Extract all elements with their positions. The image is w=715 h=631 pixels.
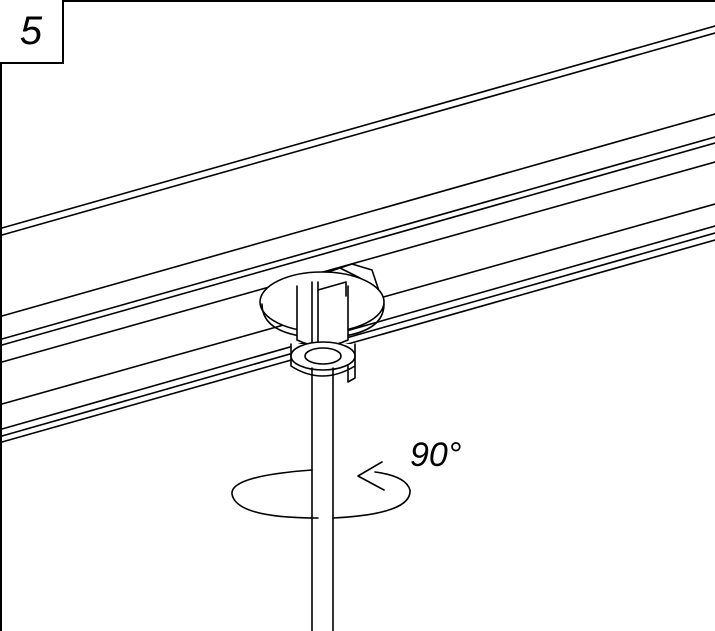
suspension-rod (311, 367, 334, 631)
rotation-angle-label: 90° (410, 436, 462, 474)
ceiling-track-middle (1, 113, 715, 363)
track-glider (259, 271, 385, 383)
rotate-arrow-icon (231, 461, 411, 519)
ceiling-track-top (1, 25, 715, 236)
step-number-badge: 5 (0, 0, 64, 64)
